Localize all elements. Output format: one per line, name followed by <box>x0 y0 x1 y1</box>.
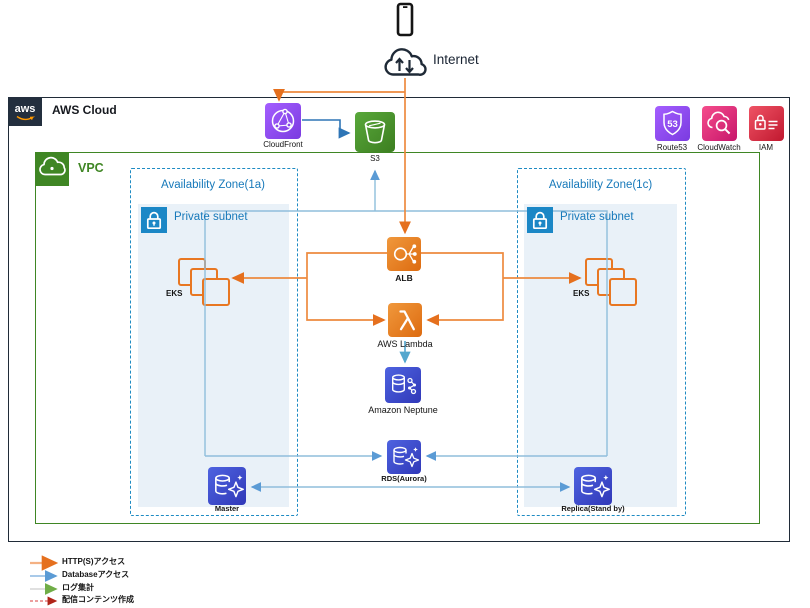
private-subnet-1a <box>138 204 289 507</box>
az-1a-title: Availability Zone(1a) <box>161 179 265 191</box>
subnet-lock-icon <box>141 207 167 233</box>
az-1c-title: Availability Zone(1c) <box>548 179 653 191</box>
legend-item-log: ログ集計 <box>62 583 94 592</box>
master-db-icon <box>208 467 246 505</box>
eks-left-icon <box>202 278 230 306</box>
replica-db-icon <box>574 467 612 505</box>
legend-item-http: HTTP(S)アクセス <box>62 557 126 566</box>
cloudwatch-icon <box>702 106 737 141</box>
eks-right-label: EKS <box>573 289 590 298</box>
rds-aurora-label: RDS(Aurora) <box>381 474 427 483</box>
route53-glyph-text: 53 <box>667 119 678 130</box>
replica-db-label: Replica(Stand by) <box>561 504 625 513</box>
iam-icon <box>749 106 784 141</box>
cloudwatch-label: CloudWatch <box>697 143 741 152</box>
master-db-label: Master <box>214 504 240 513</box>
lambda-label: AWS Lambda <box>377 339 433 349</box>
cloudfront-label: CloudFront <box>263 140 303 149</box>
route53-label: Route53 <box>656 143 688 152</box>
cloudfront-icon <box>265 103 301 139</box>
mobile-device-icon <box>396 2 414 37</box>
iam-label: IAM <box>758 143 774 152</box>
private-subnet-1c <box>524 204 677 507</box>
eks-left-label: EKS <box>166 289 183 298</box>
eks-right-icon <box>609 278 637 306</box>
internet-cloud-icon <box>384 48 427 76</box>
alb-label: ALB <box>395 273 413 283</box>
neptune-label: Amazon Neptune <box>368 405 438 415</box>
neptune-icon <box>385 367 421 403</box>
internet-label: Internet <box>433 52 479 67</box>
rds-aurora-icon <box>387 440 421 474</box>
aws-cloud-label: AWS Cloud <box>52 103 117 117</box>
aws-logo: aws <box>8 97 42 126</box>
vpc-label: VPC <box>78 161 104 175</box>
vpc-icon <box>35 152 69 186</box>
subnet-lock-icon <box>527 207 553 233</box>
legend-item-content: 配信コンテンツ作成 <box>62 595 134 604</box>
vpc-boundary <box>35 152 760 524</box>
lambda-icon <box>388 303 422 337</box>
s3-label: S3 <box>370 154 380 163</box>
s3-icon <box>355 112 395 152</box>
legend-item-database: Databaseアクセス <box>62 570 130 579</box>
subnet-1c-label: Private subnet <box>560 211 634 223</box>
alb-icon <box>387 237 421 271</box>
route53-icon: 53 <box>655 106 690 141</box>
subnet-1a-label: Private subnet <box>174 211 248 223</box>
aws-logo-text: aws <box>15 103 36 115</box>
